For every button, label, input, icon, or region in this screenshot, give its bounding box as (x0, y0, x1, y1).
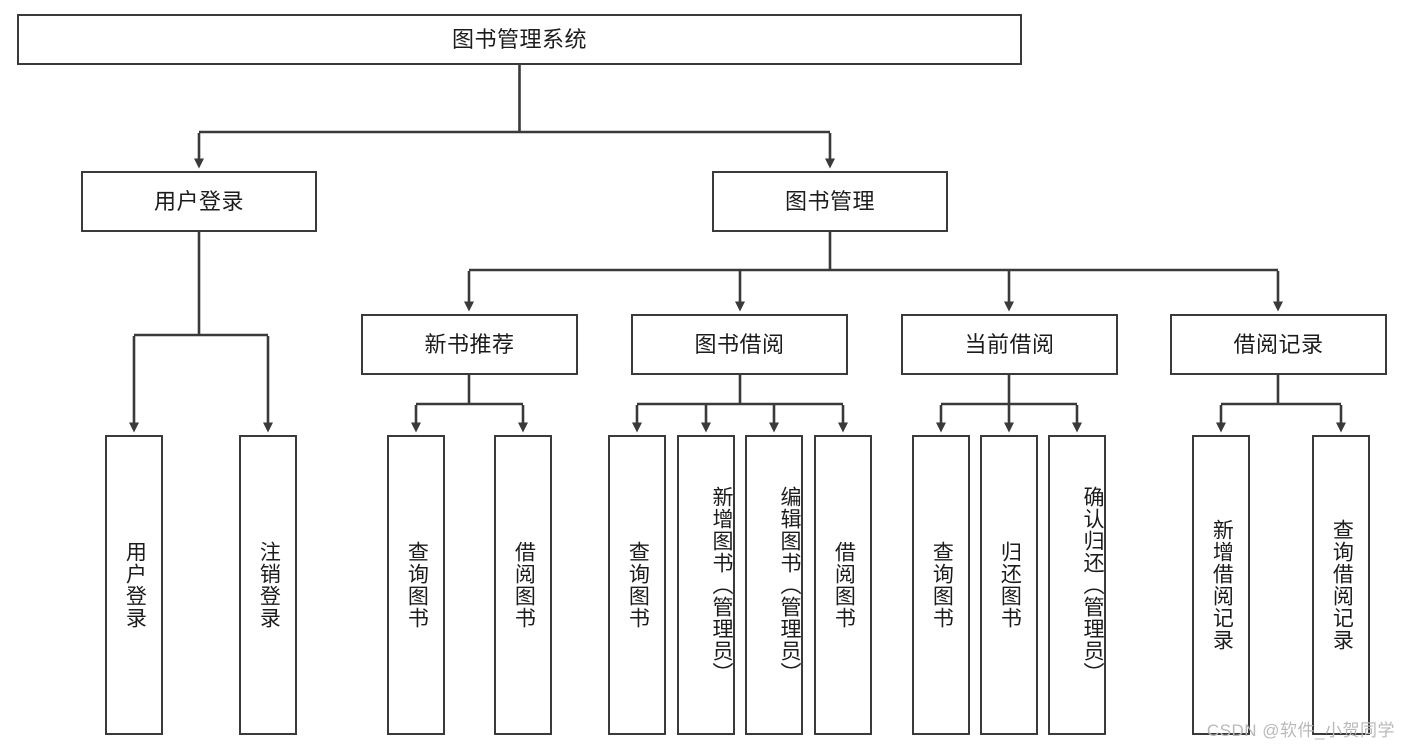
leaf-query-book-3-label: 查询图书 (930, 541, 954, 629)
node-book-management[interactable]: 图书管理 (712, 171, 948, 232)
leaf-add-record[interactable]: 新增借阅记录 (1192, 435, 1250, 735)
node-root-label: 图书管理系统 (451, 26, 587, 52)
leaf-query-book-1-label: 查询图书 (405, 541, 429, 629)
leaf-query-record-label: 查询借阅记录 (1330, 519, 1354, 651)
node-user-login[interactable]: 用户登录 (81, 171, 317, 232)
leaf-edit-book-label: 编辑图书（管理员） (778, 486, 801, 684)
node-book-borrow-label: 图书借阅 (694, 331, 785, 357)
leaf-borrow-book-2-label: 借阅图书 (832, 541, 856, 629)
node-borrow-record-label: 借阅记录 (1233, 331, 1324, 357)
leaf-user-login-label: 用户登录 (123, 541, 147, 629)
leaf-logout-label: 注销登录 (257, 541, 281, 629)
node-current-borrow-label: 当前借阅 (964, 331, 1055, 357)
node-book-borrow[interactable]: 图书借阅 (631, 314, 848, 375)
node-new-book-recommend[interactable]: 新书推荐 (361, 314, 578, 375)
node-root[interactable]: 图书管理系统 (17, 14, 1022, 65)
leaf-query-book-2[interactable]: 查询图书 (608, 435, 666, 735)
leaf-add-book[interactable]: 新增图书（管理员） (677, 435, 735, 735)
leaf-confirm-return[interactable]: 确认归还（管理员） (1048, 435, 1106, 735)
node-user-login-label: 用户登录 (153, 188, 244, 214)
leaf-confirm-return-label: 确认归还（管理员） (1081, 486, 1104, 684)
node-current-borrow[interactable]: 当前借阅 (901, 314, 1118, 375)
leaf-logout[interactable]: 注销登录 (239, 435, 297, 735)
node-book-management-label: 图书管理 (784, 188, 875, 214)
leaf-edit-book[interactable]: 编辑图书（管理员） (745, 435, 803, 735)
leaf-return-book-label: 归还图书 (998, 541, 1022, 629)
leaf-user-login[interactable]: 用户登录 (105, 435, 163, 735)
node-new-book-recommend-label: 新书推荐 (424, 331, 515, 357)
leaf-query-book-3[interactable]: 查询图书 (912, 435, 970, 735)
leaf-borrow-book-1-label: 借阅图书 (512, 541, 536, 629)
leaf-add-record-label: 新增借阅记录 (1210, 519, 1234, 651)
leaf-add-book-label: 新增图书（管理员） (710, 486, 733, 684)
leaf-borrow-book-2[interactable]: 借阅图书 (814, 435, 872, 735)
leaf-borrow-book-1[interactable]: 借阅图书 (494, 435, 552, 735)
node-borrow-record[interactable]: 借阅记录 (1170, 314, 1387, 375)
leaf-query-book-1[interactable]: 查询图书 (387, 435, 445, 735)
leaf-query-record[interactable]: 查询借阅记录 (1312, 435, 1370, 735)
leaf-return-book[interactable]: 归还图书 (980, 435, 1038, 735)
csdn-watermark: CSDN @软件_小贺同学 (1206, 721, 1395, 740)
leaf-query-book-2-label: 查询图书 (626, 541, 650, 629)
